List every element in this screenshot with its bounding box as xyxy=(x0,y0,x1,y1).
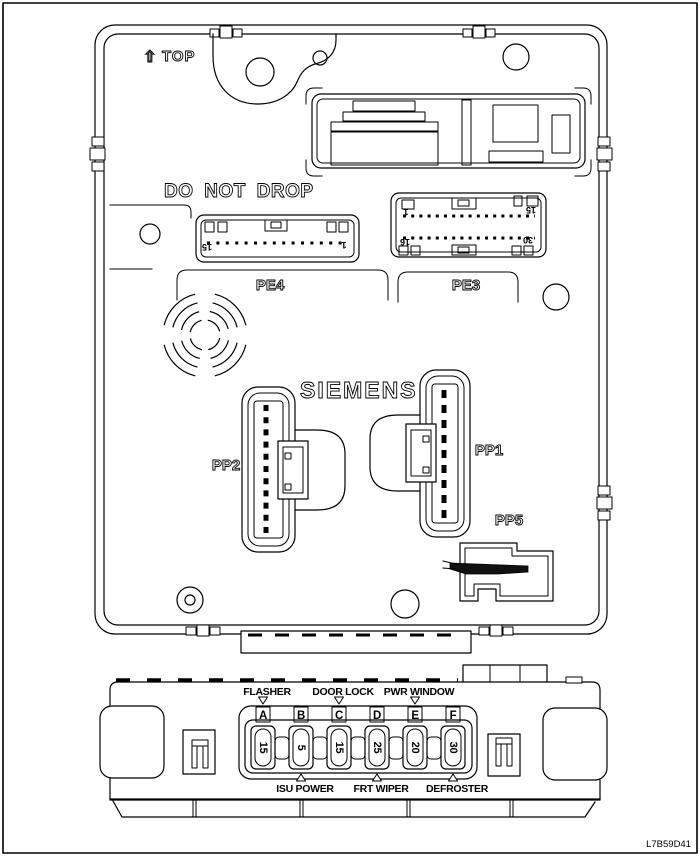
fuse-b-letter: B xyxy=(297,710,305,722)
isu-power-label: ISU POWER xyxy=(276,783,334,795)
pwr-window-label: PWR WINDOW xyxy=(384,686,455,698)
bottom-view: A 15 B 5 C 15 xyxy=(99,664,608,818)
stepped-component xyxy=(330,100,439,166)
pilot-hole xyxy=(139,223,161,245)
callout-arrow-c xyxy=(334,696,344,705)
screw-hole xyxy=(502,43,530,71)
fuse-c-letter: C xyxy=(335,710,343,722)
callout-arrow-f xyxy=(448,773,458,782)
callout-arrow-e xyxy=(410,696,420,705)
callout-arrow-a xyxy=(258,696,268,705)
right-mount-bracket xyxy=(542,707,608,781)
top-view: ⇧ TOP DO NOT DROP xyxy=(89,24,613,654)
pe3-pin-15: 15 xyxy=(526,205,536,215)
fuse-e-letter: E xyxy=(411,710,419,722)
fuse-slot-b: B 5 xyxy=(288,706,314,770)
pp2-label: PP2 xyxy=(212,457,240,474)
fuse-slot-a: A 15 xyxy=(250,706,276,770)
fuse-panel-outer xyxy=(238,705,478,780)
pe3-pin-1: 1 xyxy=(403,207,408,217)
interior-contours xyxy=(109,204,519,303)
left-clip xyxy=(182,729,216,775)
callout-arrow-b xyxy=(296,773,306,782)
screw-boss-center xyxy=(184,594,196,606)
up-arrow-icon: ⇧ xyxy=(143,49,156,66)
left-edge-tab xyxy=(89,136,106,172)
fuse-d-letter: D xyxy=(373,710,381,722)
connector-pp2 xyxy=(241,386,346,553)
connector-pp1 xyxy=(369,369,471,538)
fuse-slot-f: F 30 xyxy=(440,706,466,770)
module-inner-shell xyxy=(103,33,600,626)
callout-arrow-d xyxy=(372,773,382,782)
fuse-panel: A 15 B 5 C 15 xyxy=(238,686,489,795)
pe4-label: PE4 xyxy=(256,277,285,294)
pp5-label: PP5 xyxy=(495,512,523,529)
pe3-pin-30: 30 xyxy=(523,235,533,245)
fuse-panel-inner xyxy=(244,719,473,774)
fuse-d-amps: 25 xyxy=(371,742,383,754)
relay-panel xyxy=(305,87,592,177)
screw-hole xyxy=(542,283,570,311)
connector-pp5 xyxy=(442,542,554,602)
part-number: L7B59D41 xyxy=(646,839,691,850)
siemens-logo: SIEMENS xyxy=(300,377,418,403)
divider-bar xyxy=(461,99,472,166)
pp1-label: PP1 xyxy=(475,442,503,459)
connector-pe3: 1 15 16 30 xyxy=(390,192,547,258)
door-lock-label: DOOR LOCK xyxy=(312,686,374,698)
relay-square xyxy=(492,104,539,143)
right-edge-tabs xyxy=(596,136,613,521)
bottom-top-block xyxy=(462,664,548,684)
fuse-b-amps: 5 xyxy=(295,745,307,751)
left-mount-bracket xyxy=(99,705,165,779)
module-outer-shell xyxy=(94,24,608,635)
fuse-a-amps: 15 xyxy=(257,742,269,754)
defroster-label: DEFROSTER xyxy=(426,783,489,795)
fuse-c-amps: 15 xyxy=(333,742,345,754)
base-plate xyxy=(109,798,601,818)
screw-hole xyxy=(245,57,275,87)
fuse-slot-e: E 20 xyxy=(402,706,428,770)
pilot-hole xyxy=(312,50,328,66)
right-clip xyxy=(487,733,521,777)
pe4-pin-1: 1 xyxy=(341,240,346,250)
relay-slot xyxy=(488,150,544,163)
fuse-f-amps: 30 xyxy=(447,742,459,754)
do-not-drop-warning: DO NOT DROP xyxy=(164,181,314,202)
connector-pe4: 15 1 xyxy=(195,214,360,263)
pe4-pin-15: 15 xyxy=(202,242,212,252)
fuse-slot-c: C 15 xyxy=(326,706,352,770)
fuse-f-letter: F xyxy=(450,710,457,722)
frt-wiper-label: FRT WIPER xyxy=(353,783,409,795)
top-orientation-marker: ⇧ TOP xyxy=(143,48,196,67)
screw-hole xyxy=(390,589,420,619)
pe3-label: PE3 xyxy=(452,277,480,294)
top-label: TOP xyxy=(162,48,196,65)
pe3-pin-16: 16 xyxy=(400,237,410,247)
bottom-edge-bump xyxy=(565,676,583,684)
flasher-label: FLASHER xyxy=(243,686,291,698)
top-edge-tabs xyxy=(209,25,496,39)
fuse-e-amps: 20 xyxy=(409,742,421,754)
screw-boss xyxy=(176,586,204,614)
fuse-a-letter: A xyxy=(259,710,267,722)
bottom-edge-tabs xyxy=(185,624,514,637)
fuse-slot-d: D 25 xyxy=(364,706,390,770)
relay-side-slot xyxy=(551,114,571,154)
